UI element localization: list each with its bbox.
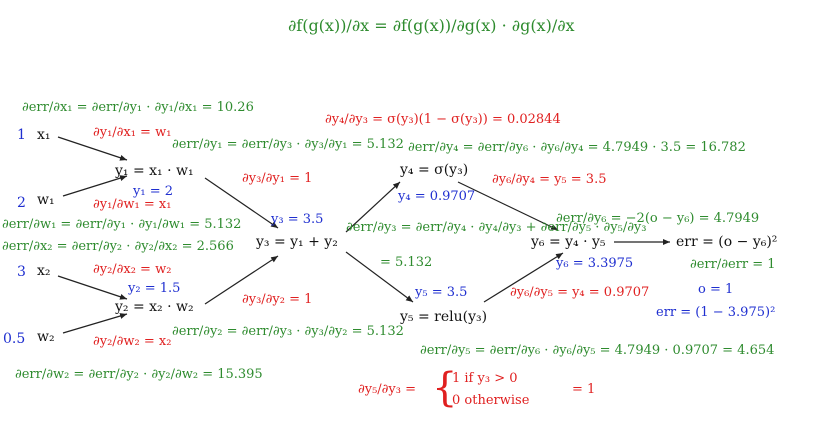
gradient-x2: ∂err/∂x₂ = ∂err/∂y₂ · ∂y₂/∂x₂ = 2.566 bbox=[2, 239, 234, 254]
y4-value: y₄ = 0.9707 bbox=[398, 189, 476, 204]
gradient-y1: ∂err/∂y₁ = ∂err/∂y₃ · ∂y₃/∂y₁ = 5.132 bbox=[172, 137, 404, 152]
edge-y2-y3 bbox=[204, 255, 279, 305]
y6-value: y₆ = 3.3975 bbox=[556, 256, 634, 271]
y1-value: y₁ = 2 bbox=[133, 184, 173, 199]
y1-node: y₁ = x₁ · w₁ bbox=[115, 163, 194, 179]
gradient-y4: ∂err/∂y₄ = ∂err/∂y₆ · ∂y₆/∂y₄ = 4.7949 ·… bbox=[408, 140, 746, 155]
local-dy2-dw2: ∂y₂/∂w₂ = x₂ bbox=[93, 334, 172, 349]
edge-w1-y1 bbox=[62, 175, 128, 197]
x2-value: 3 bbox=[17, 264, 26, 280]
w1-value: 2 bbox=[17, 195, 26, 211]
err-node: err = (o − y₆)² bbox=[676, 234, 778, 250]
edge-w2-y2 bbox=[62, 313, 128, 334]
y3-value: y₃ = 3.5 bbox=[271, 212, 324, 227]
local-dy4-dy3: ∂y₄/∂y₃ = σ(y₃)(1 − σ(y₃)) = 0.02844 bbox=[325, 112, 561, 127]
edge-x2-y2 bbox=[57, 275, 128, 300]
gradient-x1: ∂err/∂x₁ = ∂err/∂y₁ · ∂y₁/∂x₁ = 10.26 bbox=[22, 100, 254, 115]
gradient-y5: ∂err/∂y₅ = ∂err/∂y₆ · ∂y₆/∂y₅ = 4.7949 ·… bbox=[420, 343, 775, 358]
y4-node: y₄ = σ(y₃) bbox=[400, 162, 469, 178]
w2-node: w₂ bbox=[37, 329, 55, 345]
edge-y4-y6 bbox=[457, 181, 559, 231]
local-dy3-dy2: ∂y₃/∂y₂ = 1 bbox=[242, 292, 313, 307]
edge-y3-y5 bbox=[345, 251, 414, 303]
gradient-y6: ∂err/∂y₆ = −2(o − y₆) = 4.7949 bbox=[556, 211, 760, 226]
gradient-err: ∂err/∂err = 1 bbox=[690, 257, 776, 272]
o-value: o = 1 bbox=[698, 282, 734, 297]
local-dy2-dx2: ∂y₂/∂x₂ = w₂ bbox=[93, 262, 172, 277]
local-dy1-dw1: ∂y₁/∂w₁ = x₁ bbox=[93, 197, 172, 212]
y2-node: y₂ = x₂ · w₂ bbox=[115, 299, 194, 315]
y6-node: y₆ = y₄ · y₅ bbox=[531, 234, 606, 250]
gradient-w2: ∂err/∂w₂ = ∂err/∂y₂ · ∂y₂/∂w₂ = 15.395 bbox=[15, 367, 263, 382]
err-value: err = (1 − 3.975)² bbox=[656, 305, 776, 320]
w1-node: w₁ bbox=[37, 192, 55, 208]
local-dy3-dy1: ∂y₃/∂y₁ = 1 bbox=[242, 171, 313, 186]
gradient-y3-value: = 5.132 bbox=[380, 255, 433, 270]
edge-y5-y6 bbox=[483, 252, 564, 303]
x1-value: 1 bbox=[17, 127, 26, 143]
edge-x1-y1 bbox=[57, 136, 128, 161]
y3-node: y₃ = y₁ + y₂ bbox=[256, 234, 338, 250]
gradient-y3: ∂err/∂y₃ = ∂err/∂y₄ · ∂y₄/∂y₃ + ∂err/∂y₅… bbox=[346, 220, 647, 235]
relu-case-otherwise: 0 otherwise bbox=[452, 393, 530, 408]
local-dy6-dy4: ∂y₆/∂y₄ = y₅ = 3.5 bbox=[492, 172, 607, 187]
gradient-w1: ∂err/∂w₁ = ∂err/∂y₁ · ∂y₁/∂w₁ = 5.132 bbox=[2, 217, 242, 232]
y5-node: y₅ = relu(y₃) bbox=[400, 309, 488, 325]
edge-y3-y4 bbox=[345, 181, 401, 233]
chain-rule-formula: ∂f(g(x))/∂x = ∂f(g(x))/∂g(x) · ∂g(x)/∂x bbox=[288, 16, 575, 35]
y5-value: y₅ = 3.5 bbox=[415, 285, 468, 300]
relu-case-positive: 1 if y₃ > 0 bbox=[452, 371, 518, 386]
y2-value: y₂ = 1.5 bbox=[128, 281, 181, 296]
edge-y1-y3 bbox=[204, 177, 279, 229]
w2-value: 0.5 bbox=[3, 331, 26, 347]
cases-brace: { bbox=[432, 365, 458, 411]
local-dy5-dy3-result: = 1 bbox=[572, 382, 596, 397]
local-dy5-dy3-label: ∂y₅/∂y₃ = bbox=[358, 382, 416, 397]
gradient-y2: ∂err/∂y₂ = ∂err/∂y₃ · ∂y₃/∂y₂ = 5.132 bbox=[172, 324, 404, 339]
local-dy1-dx1: ∂y₁/∂x₁ = w₁ bbox=[93, 125, 172, 140]
x1-node: x₁ bbox=[37, 127, 51, 143]
local-dy6-dy5: ∂y₆/∂y₅ = y₄ = 0.9707 bbox=[510, 285, 650, 300]
x2-node: x₂ bbox=[37, 263, 51, 279]
